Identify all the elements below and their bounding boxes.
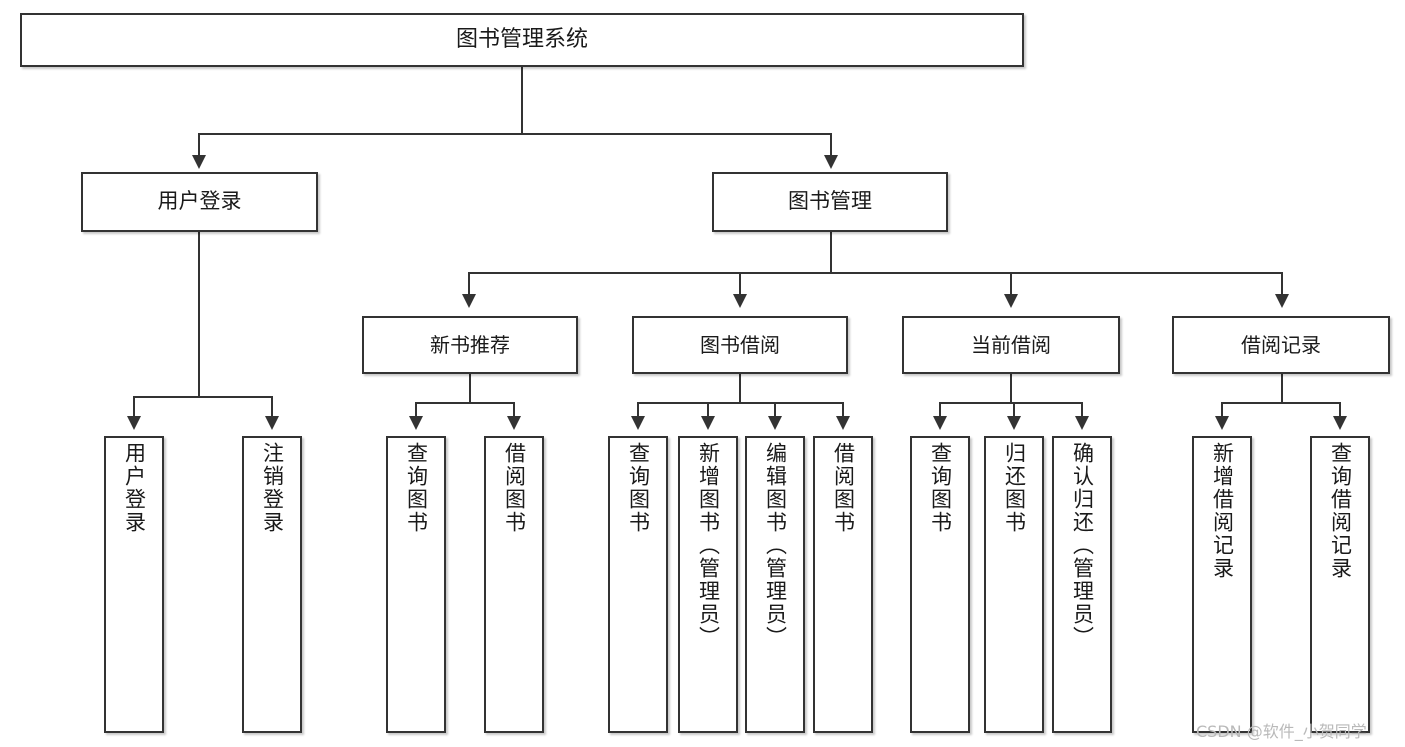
node-leaf-user-login[interactable]: 用户登录	[104, 436, 164, 733]
node-leaf-return-book[interactable]: 归还图书	[984, 436, 1044, 733]
connector-new-book-recommend-trunk	[469, 374, 471, 404]
node-user-login[interactable]: 用户登录	[81, 172, 318, 232]
connector-nbr-drop-2	[513, 402, 515, 418]
connector-book-borrow-bus	[637, 402, 844, 404]
connector-user-login-trunk	[198, 232, 200, 398]
arrow-bm-to-book-borrow	[733, 294, 747, 308]
connector-bm-drop-1	[468, 272, 470, 296]
arrow-nbr-leaf-1	[409, 416, 423, 430]
node-current-borrow[interactable]: 当前借阅	[902, 316, 1120, 374]
connector-borrow-record-trunk	[1281, 374, 1283, 404]
arrow-bm-to-borrow-record	[1275, 294, 1289, 308]
node-label: 新书推荐	[430, 332, 510, 357]
node-borrow-record[interactable]: 借阅记录	[1172, 316, 1390, 374]
node-book-management[interactable]: 图书管理	[712, 172, 948, 232]
node-leaf-add-borrow-record[interactable]: 新增借阅记录	[1192, 436, 1252, 733]
connector-br-drop-2	[1339, 402, 1341, 418]
node-label: 借阅图书	[502, 442, 527, 534]
node-new-book-recommend[interactable]: 新书推荐	[362, 316, 578, 374]
connector-cb-drop-3	[1081, 402, 1083, 418]
arrow-root-to-user-login	[192, 155, 206, 169]
arrow-bb-leaf-2	[701, 416, 715, 430]
arrow-user-login-leaf-1	[127, 416, 141, 430]
node-label: 查询图书	[404, 442, 429, 534]
connector-current-borrow-bus	[939, 402, 1083, 404]
node-leaf-confirm-return-admin[interactable]: 确认归还（管理员）	[1052, 436, 1112, 733]
node-leaf-query-book-current[interactable]: 查询图书	[910, 436, 970, 733]
connector-root-trunk	[521, 67, 523, 133]
node-label: 借阅记录	[1241, 332, 1321, 357]
connector-bm-drop-3	[1010, 272, 1012, 296]
connector-root-to-user-login	[198, 133, 200, 157]
node-label: 编辑图书（管理员）	[763, 442, 788, 649]
connector-new-book-recommend-bus	[415, 402, 514, 404]
connector-bb-drop-2	[707, 402, 709, 418]
connector-book-management-trunk	[830, 232, 832, 274]
connector-book-borrow-trunk	[739, 374, 741, 404]
connector-current-borrow-trunk	[1010, 374, 1012, 404]
node-label: 查询图书	[626, 442, 651, 534]
connector-cb-drop-2	[1013, 402, 1015, 418]
node-label: 查询借阅记录	[1328, 442, 1353, 580]
node-leaf-query-borrow-record[interactable]: 查询借阅记录	[1310, 436, 1370, 733]
arrow-br-leaf-2	[1333, 416, 1347, 430]
node-label: 图书管理	[788, 189, 872, 214]
arrow-bm-to-new-book-recommend	[462, 294, 476, 308]
node-label: 用户登录	[122, 442, 147, 534]
connector-nbr-drop-1	[415, 402, 417, 418]
node-label: 图书借阅	[700, 332, 780, 357]
arrow-cb-leaf-1	[933, 416, 947, 430]
node-root-book-management-system[interactable]: 图书管理系统	[20, 13, 1024, 67]
arrow-br-leaf-1	[1215, 416, 1229, 430]
connector-br-drop-1	[1221, 402, 1223, 418]
node-leaf-edit-book-admin[interactable]: 编辑图书（管理员）	[745, 436, 805, 733]
node-book-borrow[interactable]: 图书借阅	[632, 316, 848, 374]
node-label: 确认归还（管理员）	[1070, 442, 1095, 649]
arrow-user-login-leaf-2	[265, 416, 279, 430]
connector-bb-drop-4	[842, 402, 844, 418]
arrow-cb-leaf-2	[1007, 416, 1021, 430]
node-label: 新增借阅记录	[1210, 442, 1235, 580]
node-label: 新增图书（管理员）	[696, 442, 721, 649]
arrow-root-to-book-management	[824, 155, 838, 169]
node-label: 归还图书	[1002, 442, 1027, 534]
node-label: 用户登录	[157, 189, 242, 214]
arrow-nbr-leaf-2	[507, 416, 521, 430]
connector-user-login-drop-1	[133, 396, 135, 418]
connector-user-login-bus	[133, 396, 272, 398]
connector-bm-drop-4	[1281, 272, 1283, 296]
node-label: 图书管理系统	[455, 26, 588, 52]
node-leaf-borrow-book-recommend[interactable]: 借阅图书	[484, 436, 544, 733]
node-leaf-add-book-admin[interactable]: 新增图书（管理员）	[678, 436, 738, 733]
connector-cb-drop-1	[939, 402, 941, 418]
node-label: 当前借阅	[971, 332, 1051, 357]
node-leaf-query-book-borrow[interactable]: 查询图书	[608, 436, 668, 733]
node-leaf-borrow-book[interactable]: 借阅图书	[813, 436, 873, 733]
node-label: 注销登录	[260, 442, 285, 534]
connector-bb-drop-1	[637, 402, 639, 418]
arrow-bm-to-current-borrow	[1004, 294, 1018, 308]
connector-bm-drop-2	[739, 272, 741, 296]
arrow-cb-leaf-3	[1075, 416, 1089, 430]
connector-book-management-bus	[468, 272, 1281, 274]
node-label: 借阅图书	[831, 442, 856, 534]
node-leaf-query-book-recommend[interactable]: 查询图书	[386, 436, 446, 733]
connector-borrow-record-bus	[1221, 402, 1340, 404]
connector-root-to-book-management	[830, 133, 832, 157]
node-label: 查询图书	[928, 442, 953, 534]
connector-user-login-drop-2	[271, 396, 273, 418]
node-leaf-logout-login[interactable]: 注销登录	[242, 436, 302, 733]
connector-bb-drop-3	[774, 402, 776, 418]
arrow-bb-leaf-4	[836, 416, 850, 430]
connector-root-bus	[198, 133, 832, 135]
arrow-bb-leaf-3	[768, 416, 782, 430]
arrow-bb-leaf-1	[631, 416, 645, 430]
